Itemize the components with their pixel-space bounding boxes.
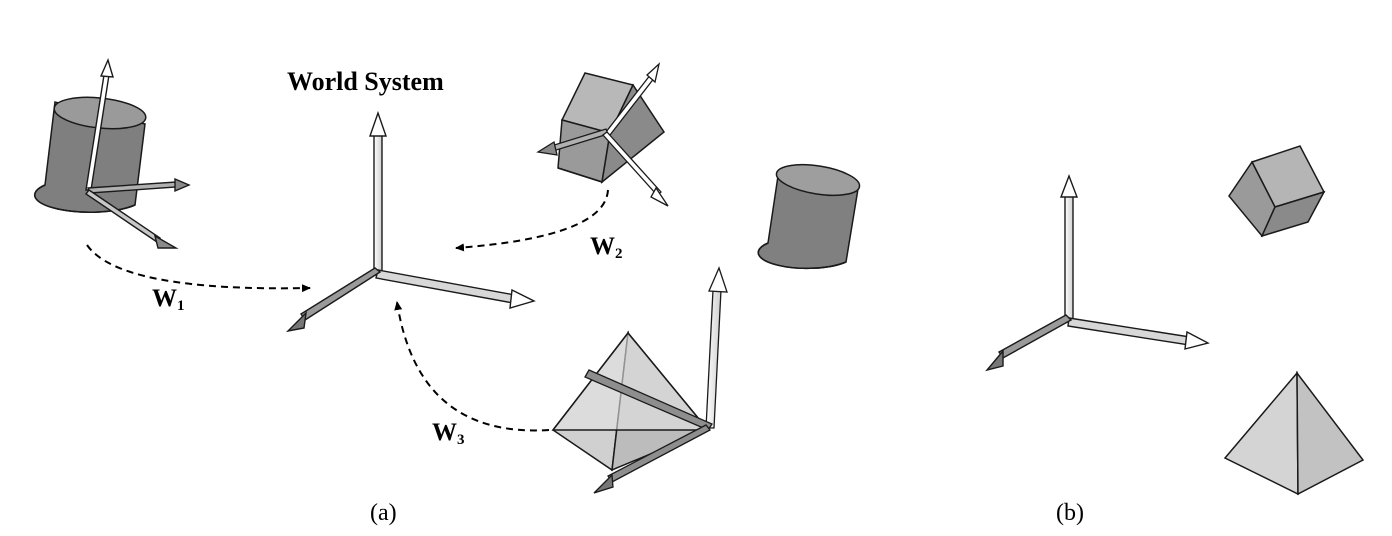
world-system-title: World System bbox=[287, 67, 444, 96]
transform-label-w3: W3 bbox=[432, 419, 465, 448]
transform-arrow-w1 bbox=[86, 244, 311, 293]
pyramid-local-axes bbox=[584, 266, 728, 494]
transform-arrow-w2 bbox=[455, 189, 609, 252]
transform-label-w2: W2 bbox=[590, 233, 623, 262]
cylinder-object-world bbox=[757, 163, 861, 270]
panel-label-b: (b) bbox=[1056, 500, 1084, 526]
transform-arrow-w3 bbox=[394, 301, 550, 432]
transform-label-w1: W1 bbox=[152, 285, 185, 314]
pyramid-object-b bbox=[1223, 370, 1365, 496]
world-system-axes bbox=[285, 110, 536, 333]
pyramid-object-local bbox=[551, 330, 710, 472]
cube-local-axes bbox=[536, 62, 669, 207]
cube-object-b bbox=[1228, 145, 1326, 238]
panel-label-a: (a) bbox=[370, 500, 397, 526]
world-axes-b bbox=[985, 174, 1210, 372]
cylinder-local-axes bbox=[84, 57, 191, 249]
cube-object-local bbox=[557, 72, 666, 184]
